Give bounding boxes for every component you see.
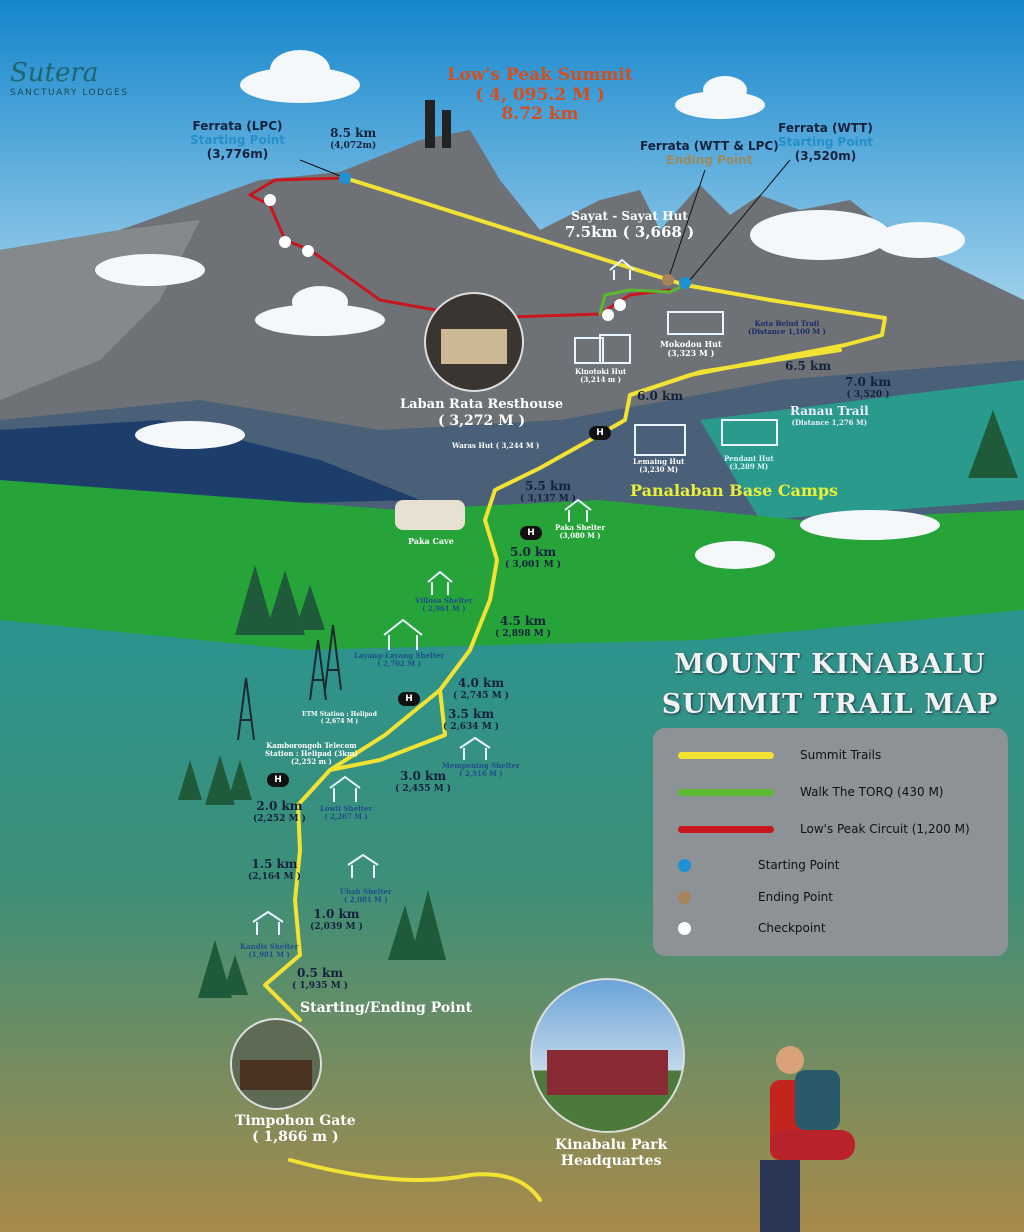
yellow-line-swatch	[678, 751, 774, 759]
kandis-shelter-label: Kandis Shelter(1,981 M )	[240, 942, 299, 960]
road-to-hq	[288, 1158, 542, 1202]
legend-label: Summit Trails	[800, 748, 882, 762]
legend-label: Walk The TORQ (430 M)	[800, 785, 944, 799]
helipad-icon: H	[589, 426, 611, 440]
km-6-5: 6.5 km	[785, 359, 832, 373]
paka-cave-icon	[395, 500, 465, 530]
legend-item-starting-point: Starting Point	[653, 858, 839, 872]
kinotoki-hut-label: Kinotoki Hut(3,214 m )	[575, 367, 627, 385]
laban-rata-photo	[424, 292, 524, 392]
panalaban-base-camps-label: Panalaban Base Camps	[630, 481, 839, 500]
walk-the-torq	[598, 283, 687, 316]
laban-rata-label: Laban Rata Resthouse( 3,272 M )	[400, 397, 564, 429]
paka-shelter-label: Paka Shelter(3,080 M )	[555, 523, 606, 541]
km-5-0: 5.0 km( 3,001 M )	[505, 545, 562, 570]
ferrata-end-label: Ferrata (WTT & LPC)Ending Point	[640, 139, 779, 167]
brown-dot-icon	[678, 890, 691, 904]
legend-item-checkpoint: Checkpoint	[653, 921, 826, 935]
starting-ending-point-label: Starting/Ending Point	[300, 1000, 473, 1016]
km-4-0: 4.0 km( 2,745 M )	[453, 676, 510, 701]
trees	[178, 410, 1018, 998]
legend-label: Checkpoint	[758, 921, 826, 935]
summit-trail	[263, 176, 887, 1022]
mempening-shelter-label: Mempening Shelter( 2,516 M )	[442, 761, 520, 779]
pendant-hut-label: Pendant Hut(3,289 M)	[724, 454, 774, 472]
legend-label: Ending Point	[758, 890, 833, 904]
km-2-0: 2.0 km(2,252 M )	[253, 799, 306, 824]
villosa-shelter-label: Villosa Shelter( 2,961 M )	[415, 596, 473, 614]
ferrata-lpc-label: Ferrata (LPC)Starting Point(3,776m)	[190, 119, 285, 161]
legend-label: Low's Peak Circuit (1,200 M)	[800, 822, 970, 836]
legend-item-ending-point: Ending Point	[653, 890, 833, 904]
hikers-silhouette	[425, 100, 451, 148]
legend-label: Starting Point	[758, 858, 840, 872]
clouds	[95, 50, 965, 569]
helipad-icon: H	[398, 692, 420, 706]
legend-item-summit-trails: Summit Trails	[653, 748, 881, 762]
ferrata-wtt-label: Ferrata (WTT)Starting Point(3,520m)	[778, 121, 873, 163]
km-4-5: 4.5 km( 2,898 M )	[495, 614, 552, 639]
blue-dot-icon	[678, 858, 691, 872]
lowii-shelter-label: Lowii Shelter( 2,267 M )	[320, 804, 373, 822]
km-7-0: 7.0 km( 3,520 )	[845, 375, 892, 400]
ending-point-marker	[662, 274, 674, 286]
checkpoint-markers	[264, 194, 626, 321]
km-5-5: 5.5 km( 3,137 M )	[520, 479, 577, 504]
starting-point-marker	[679, 277, 691, 289]
white-dot-icon	[678, 921, 691, 935]
green-line-swatch	[678, 788, 774, 796]
backpacker-illustration	[760, 1046, 855, 1232]
kota-belud-trail-label: Kota Belud Trail(Distance 1,100 M )	[748, 319, 826, 337]
km-1-0: 1.0 km(2,039 M )	[310, 907, 363, 932]
paka-cave-label: Paka Cave	[408, 536, 454, 546]
km-3-0: 3.0 km( 2,455 M )	[395, 769, 452, 794]
km-8-5: 8.5 km(4,072m)	[330, 126, 377, 151]
timpohon-gate-photo	[230, 1018, 322, 1110]
km-1-5: 1.5 km(2,164 M )	[248, 857, 301, 882]
park-hq-photo	[530, 978, 685, 1133]
helipad-icon: H	[267, 773, 289, 787]
mokodou-hut-label: Mokodou Hut(3,323 M )	[660, 339, 722, 359]
waras-hut-label: Waras Hut ( 3,244 M )	[452, 441, 540, 450]
lemaing-hut-label: Lemaing Hut(3,230 M)	[633, 457, 685, 475]
towers	[237, 624, 342, 741]
ubah-shelter-label: Ubah Shelter( 2,081 M )	[340, 887, 392, 905]
legend-item-lows-peak-circuit: Low's Peak Circuit (1,200 M)	[653, 822, 970, 836]
red-line-swatch	[678, 825, 774, 833]
ranau-trail-label: Ranau Trail(Distance 1,276 M)	[790, 404, 869, 427]
starting-point-marker	[339, 172, 351, 184]
km-0-5: 0.5 km( 1,935 M )	[292, 966, 349, 991]
timpohon-gate-label: Timpohon Gate( 1,866 m )	[235, 1113, 356, 1146]
summit-label: Low's Peak Summit( 4, 095.2 M )8.72 km	[447, 65, 633, 125]
km-6-0: 6.0 km	[637, 389, 684, 403]
etm-station-label: ETM Station : Helipad( 2,674 M )	[302, 711, 377, 725]
helipad-icon: H	[520, 526, 542, 540]
shelter-icons	[252, 258, 778, 935]
legend: Summit Trails Walk The TORQ (430 M) Low'…	[653, 728, 1008, 956]
km-3-5: 3.5 km( 2,634 M )	[443, 707, 500, 732]
legend-item-walk-the-torq: Walk The TORQ (430 M)	[653, 785, 944, 799]
layang-shelter-label: Layang-Layang Shelter( 2,702 M )	[354, 651, 445, 669]
